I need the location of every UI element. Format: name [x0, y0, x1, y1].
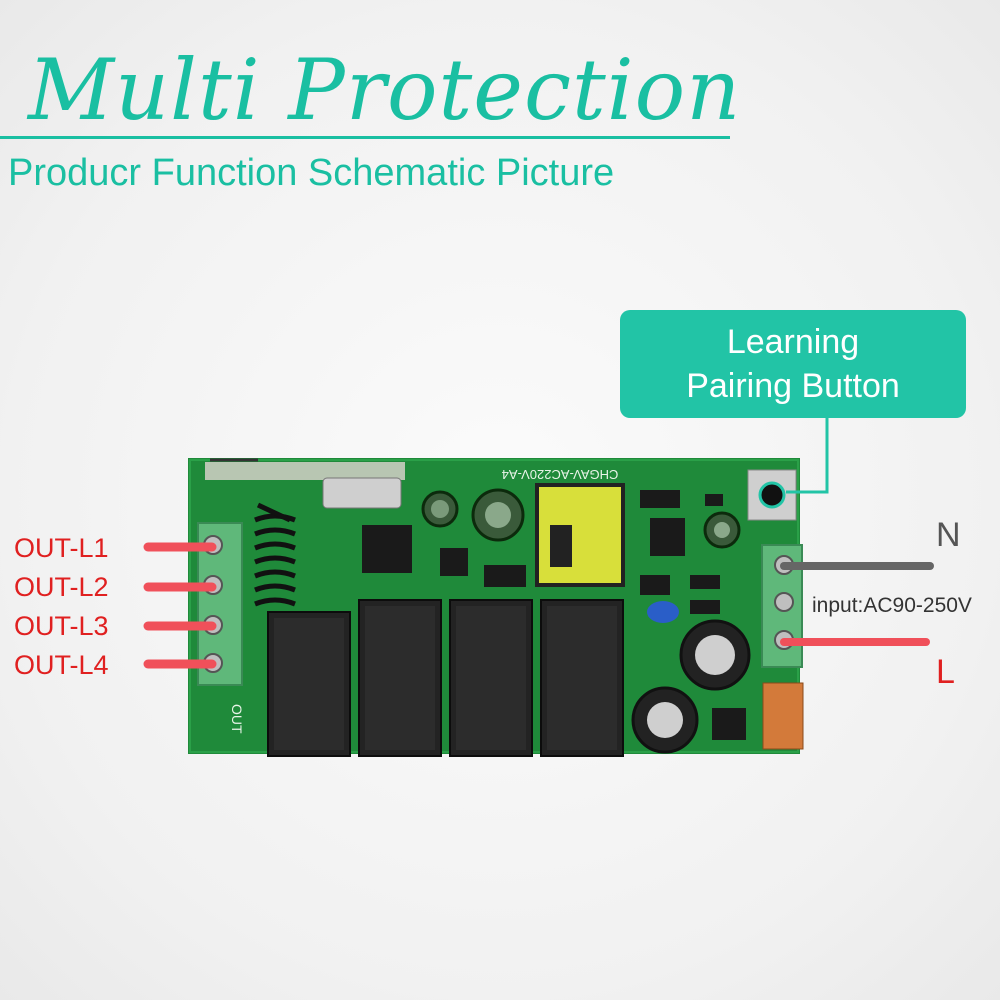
learning-pairing-button[interactable] [747, 469, 797, 521]
capacitor-large-top [679, 619, 751, 691]
capacitor-small [421, 490, 459, 528]
rf-module [205, 462, 405, 480]
relay [267, 611, 351, 757]
transformer [535, 483, 625, 587]
live-label: L [936, 653, 955, 691]
page-title: Multi Protection [28, 41, 742, 139]
learning-pairing-callout: Learning Pairing Button [620, 310, 966, 418]
callout-line-1: Learning [726, 323, 860, 361]
output-label-2: OUT-L2 [14, 572, 109, 602]
ceramic-capacitor [647, 601, 679, 623]
capacitor-large-bottom [631, 686, 699, 754]
decoder-ic [362, 525, 412, 573]
safety-capacitor [762, 682, 804, 750]
output-label-4: OUT-L4 [14, 650, 109, 680]
title-underline [0, 136, 730, 139]
capacitor-medium [471, 488, 525, 542]
callout-line-2: Pairing Button [686, 367, 900, 405]
coil-antenna [254, 502, 296, 607]
capacitor-right [703, 511, 741, 549]
relay [358, 599, 442, 757]
output-label-3: OUT-L3 [14, 611, 109, 641]
input-voltage-label: input:AC90-250V [812, 594, 972, 617]
regulator-ic [440, 548, 468, 576]
callout-connector [786, 418, 829, 494]
relay [449, 599, 533, 757]
relay [540, 599, 624, 757]
diode [484, 565, 526, 587]
page-subtitle: Producr Function Schematic Picture [8, 152, 615, 194]
silkscreen-model: CHGAV-AC220V-A4 [502, 467, 619, 482]
output-label-1: OUT-L1 [14, 533, 109, 563]
silkscreen-out: OUT [229, 704, 245, 734]
neutral-label: N [936, 516, 961, 554]
crystal-oscillator [322, 477, 402, 509]
